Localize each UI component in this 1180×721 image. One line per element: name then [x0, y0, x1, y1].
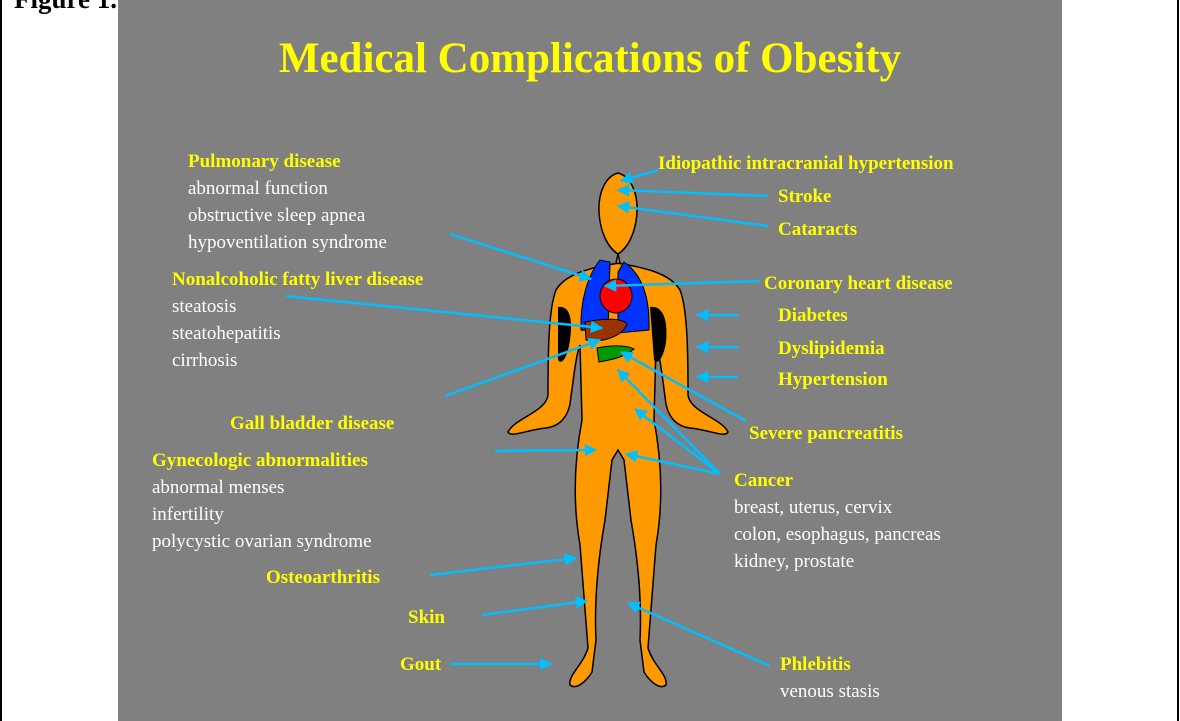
- hypertension-label: Hypertension: [778, 366, 888, 393]
- cancer-item: kidney, prostate: [734, 548, 941, 575]
- arrow-osteo: [430, 558, 576, 575]
- gallbladder-label: Gall bladder disease: [230, 410, 394, 437]
- phlebitis-heading: Phlebitis: [780, 651, 880, 678]
- gyn-item: polycystic ovarian syndrome: [152, 528, 372, 555]
- gyn-label: Gynecologic abnormalities abnormal mense…: [152, 447, 372, 555]
- gyn-item: infertility: [152, 501, 372, 528]
- gyn-heading: Gynecologic abnormalities: [152, 447, 372, 474]
- iih-label: Idiopathic intracranial hypertension: [658, 150, 954, 177]
- nafld-item: cirrhosis: [172, 347, 423, 374]
- pancreatitis-label: Severe pancreatitis: [749, 420, 903, 447]
- arrow-gallbladder: [445, 340, 600, 396]
- pulmonary-label: Pulmonary disease abnormal function obst…: [188, 148, 387, 256]
- arrow-skin: [482, 601, 587, 615]
- phlebitis-label: Phlebitis venous stasis: [780, 651, 880, 705]
- chd-label: Coronary heart disease: [764, 270, 953, 297]
- dyslipidemia-label: Dyslipidemia: [778, 335, 885, 362]
- body-silhouette: [508, 173, 728, 687]
- frame-left-border: [0, 0, 2, 721]
- pulmonary-item: abnormal function: [188, 175, 387, 202]
- cataracts-label: Cataracts: [778, 216, 857, 243]
- nafld-item: steatosis: [172, 293, 423, 320]
- slide: Medical Complications of Obesity: [118, 0, 1062, 721]
- gout-label: Gout: [400, 651, 441, 678]
- skin-label: Skin: [408, 604, 445, 631]
- arrow-cataracts: [618, 206, 768, 226]
- osteo-label: Osteoarthritis: [266, 564, 380, 591]
- frame-right-border: [1177, 0, 1179, 721]
- diabetes-label: Diabetes: [778, 302, 848, 329]
- arrow-pulmonary: [450, 234, 591, 279]
- gyn-item: abnormal menses: [152, 474, 372, 501]
- cancer-heading: Cancer: [734, 467, 941, 494]
- cancer-item: colon, esophagus, pancreas: [734, 521, 941, 548]
- nafld-heading: Nonalcoholic fatty liver disease: [172, 266, 423, 293]
- arrow-iih: [621, 170, 658, 181]
- pulmonary-item: hypoventilation syndrome: [188, 229, 387, 256]
- cancer-item: breast, uterus, cervix: [734, 494, 941, 521]
- nafld-item: steatohepatitis: [172, 320, 423, 347]
- arrow-stroke: [618, 190, 768, 196]
- cancer-label: Cancer breast, uterus, cervix colon, eso…: [734, 467, 941, 575]
- stroke-label: Stroke: [778, 183, 831, 210]
- pulmonary-item: obstructive sleep apnea: [188, 202, 387, 229]
- pulmonary-heading: Pulmonary disease: [188, 148, 387, 175]
- phlebitis-item: venous stasis: [780, 678, 880, 705]
- nafld-label: Nonalcoholic fatty liver disease steatos…: [172, 266, 423, 374]
- arrow-gyn: [495, 450, 596, 451]
